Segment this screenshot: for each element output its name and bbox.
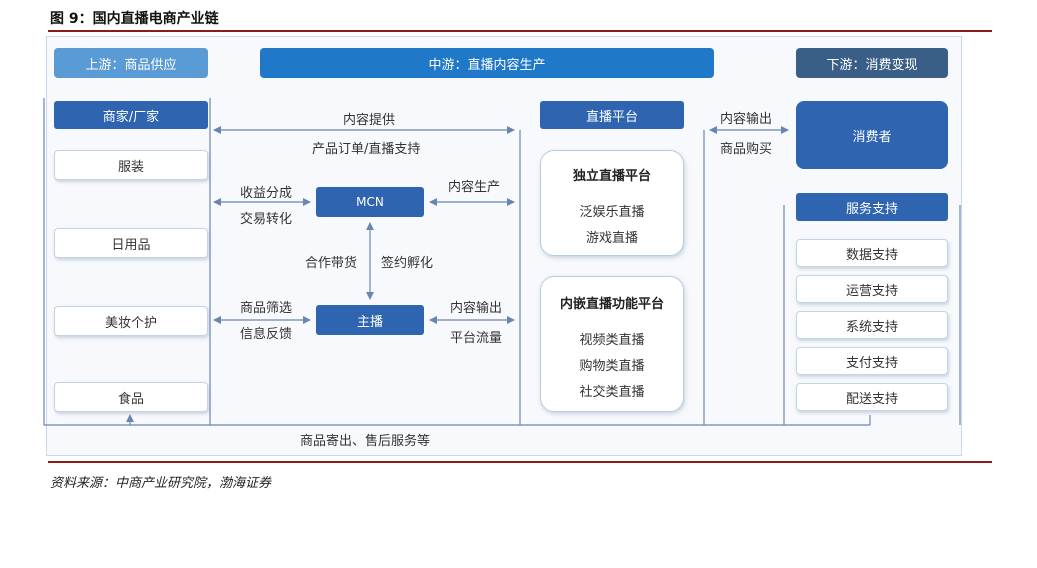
embedded-platform-item: 视频类直播	[579, 333, 645, 348]
upstream-header: 上游：商品供应	[54, 48, 208, 78]
anchor-box: 主播	[316, 305, 424, 335]
upstream-item-beauty: 美妆个护	[54, 306, 208, 336]
service-item-delivery: 配送支持	[796, 383, 948, 411]
label-product-selection: 商品筛选	[240, 301, 293, 316]
upstream-item-food: 食品	[54, 382, 208, 412]
independent-platform-title: 独立直播平台	[572, 169, 651, 184]
independent-platform-item: 游戏直播	[585, 231, 638, 246]
bottom-rule	[48, 461, 992, 463]
midstream-header: 中游：直播内容生产	[260, 48, 714, 78]
label-trade-conversion: 交易转化	[240, 212, 293, 227]
platform-title: 直播平台	[540, 101, 684, 129]
upstream-bracket-left	[43, 98, 56, 426]
independent-platform-item: 泛娱乐直播	[579, 205, 645, 220]
label-content-production: 内容生产	[448, 180, 501, 195]
label-content-output-down: 内容输出	[720, 112, 773, 127]
consumer-box: 消费者	[796, 101, 948, 169]
label-sign-incubate: 签约孵化	[381, 256, 434, 271]
source-note: 资料来源：中商产业研究院，渤海证券	[50, 476, 272, 491]
label-goods-purchase: 商品购买	[720, 142, 773, 157]
embedded-platform-title: 内嵌直播功能平台	[559, 297, 664, 312]
mcn-box: MCN	[316, 187, 424, 217]
service-item-data: 数据支持	[796, 239, 948, 267]
independent-platform-group: 独立直播平台 泛娱乐直播 游戏直播	[540, 150, 684, 256]
embedded-platform-item: 购物类直播	[579, 359, 645, 374]
label-cooperation-sales: 合作带货	[305, 256, 358, 271]
embedded-platform-item: 社交类直播	[579, 385, 645, 400]
label-info-feedback: 信息反馈	[240, 327, 293, 342]
label-content-output-mid: 内容输出	[450, 301, 503, 316]
downstream-header: 下游：消费变现	[796, 48, 948, 78]
label-revenue-share: 收益分成	[240, 186, 293, 201]
label-orders-support: 产品订单/直播支持	[312, 142, 421, 157]
label-logistics-service: 商品寄出、售后服务等	[300, 434, 431, 449]
figure-title: 图 9：国内直播电商产业链	[50, 11, 219, 27]
service-item-payment: 支付支持	[796, 347, 948, 375]
service-item-operations: 运营支持	[796, 275, 948, 303]
label-platform-traffic: 平台流量	[450, 331, 503, 346]
embedded-platform-group: 内嵌直播功能平台 视频类直播 购物类直播 社交类直播	[540, 276, 684, 412]
label-content-supply: 内容提供	[343, 113, 396, 128]
merchant-title: 商家/厂家	[54, 101, 208, 129]
upstream-item-clothing: 服装	[54, 150, 208, 180]
service-title: 服务支持	[796, 193, 948, 221]
upstream-item-daily-goods: 日用品	[54, 228, 208, 258]
service-item-system: 系统支持	[796, 311, 948, 339]
top-rule	[48, 30, 992, 32]
